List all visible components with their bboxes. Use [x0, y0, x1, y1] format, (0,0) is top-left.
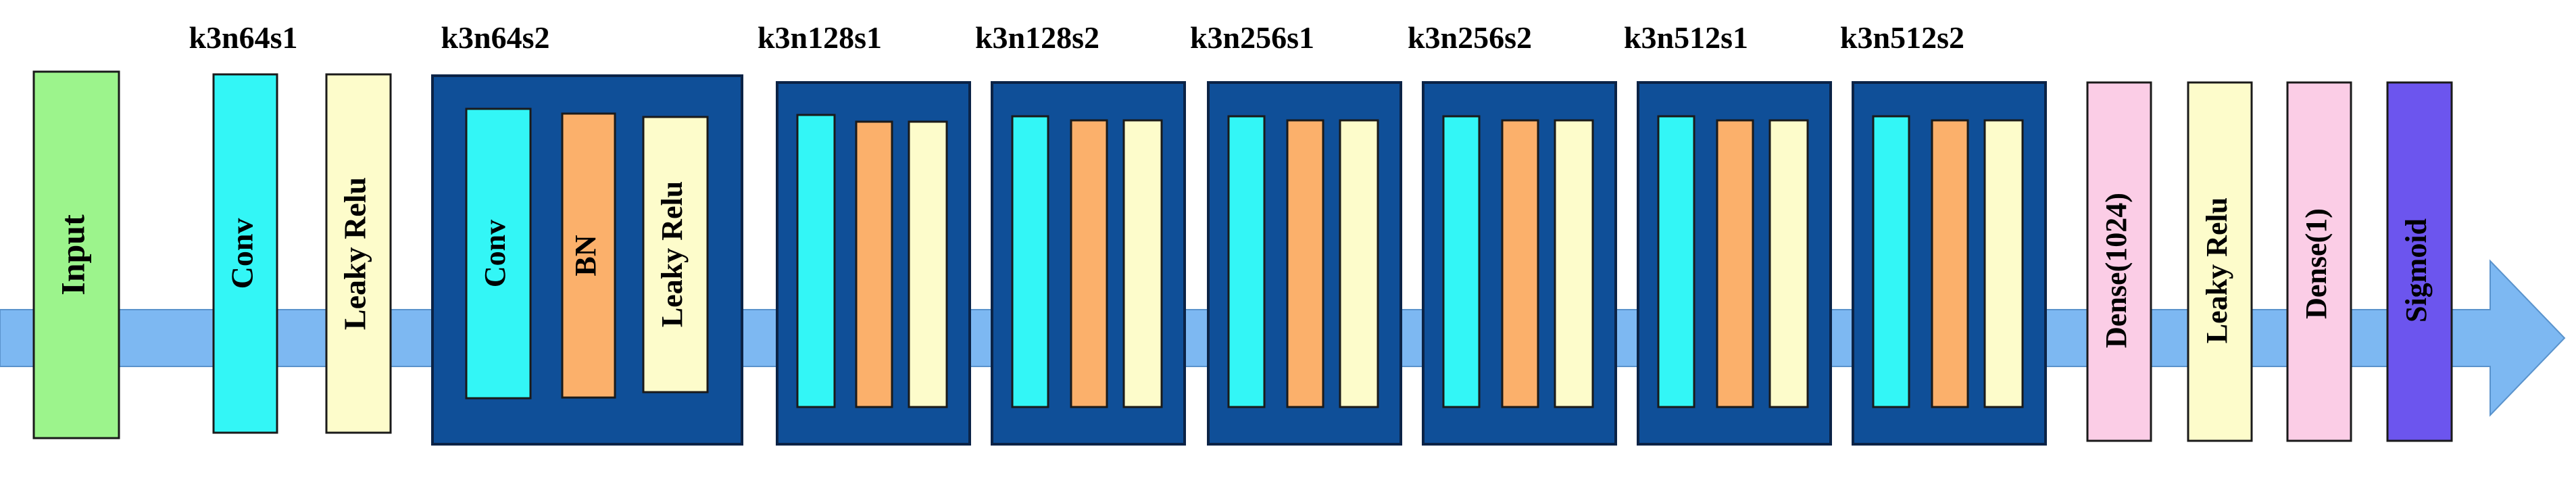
sigmoid-label: Sigmoid — [2400, 218, 2433, 322]
label-k3n128s2: k3n128s2 — [975, 20, 1099, 55]
block-k3n512s2 — [1852, 81, 2047, 446]
block2-leaky-relu — [908, 120, 948, 408]
block2-conv — [796, 114, 836, 408]
leaky-relu-1-label: Leaky Relu — [338, 177, 372, 330]
block1-leaky-relu — [642, 116, 709, 393]
label-k3n256s1: k3n256s1 — [1190, 20, 1314, 55]
conv-1-label: Conv — [225, 218, 259, 289]
block-k3n256s1 — [1207, 81, 1402, 446]
block3-conv — [1011, 115, 1049, 408]
block1-bn-label: BN — [569, 235, 602, 276]
input-label: Input — [53, 214, 91, 295]
leaky-relu-layer-1: Leaky Relu — [325, 73, 392, 434]
block5-leaky-relu — [1554, 119, 1594, 408]
block5-bn — [1501, 119, 1539, 408]
block4-conv — [1227, 115, 1266, 408]
block4-bn — [1286, 119, 1324, 408]
dense-1-layer: Dense(1) — [2286, 81, 2352, 442]
block-k3n512s1 — [1637, 81, 1832, 446]
label-k3n64s1: k3n64s1 — [189, 20, 297, 55]
label-k3n512s1: k3n512s1 — [1624, 20, 1748, 55]
block6-bn — [1716, 119, 1754, 408]
leaky-relu-layer-final: Leaky Relu — [2187, 81, 2253, 442]
block5-conv — [1442, 115, 1481, 408]
block-k3n128s1 — [776, 81, 971, 446]
label-k3n512s2: k3n512s2 — [1840, 20, 1964, 55]
block-k3n64s2: Conv BN Leaky Relu — [431, 74, 743, 446]
block1-bn — [561, 112, 616, 399]
block2-bn — [855, 120, 893, 408]
input-layer: Input — [32, 70, 120, 439]
block3-bn — [1070, 119, 1108, 408]
block6-leaky-relu — [1768, 119, 1809, 408]
leaky-relu-final-label: Leaky Relu — [2200, 197, 2233, 343]
block3-leaky-relu — [1122, 119, 1163, 408]
block7-leaky-relu — [1983, 119, 2024, 408]
dense-1024-layer: Dense(1024) — [2086, 81, 2152, 442]
label-k3n256s2: k3n256s2 — [1408, 20, 1532, 55]
block6-conv — [1657, 115, 1695, 408]
block1-leaky-relu-label: Leaky Relu — [655, 181, 689, 327]
block4-leaky-relu — [1339, 119, 1379, 408]
label-k3n64s2: k3n64s2 — [441, 20, 549, 55]
dense-1024-label: Dense(1024) — [2100, 193, 2133, 348]
block1-conv — [465, 107, 532, 400]
block1-conv-label: Conv — [478, 220, 512, 287]
conv-layer-1: Conv — [212, 73, 278, 434]
block7-conv — [1872, 115, 1910, 408]
block-k3n128s2 — [991, 81, 1186, 446]
dense-1-label: Dense(1) — [2300, 208, 2333, 319]
label-k3n128s1: k3n128s1 — [758, 20, 882, 55]
block7-bn — [1931, 119, 1969, 408]
block-k3n256s2 — [1422, 81, 1617, 446]
sigmoid-layer: Sigmoid — [2386, 81, 2453, 442]
